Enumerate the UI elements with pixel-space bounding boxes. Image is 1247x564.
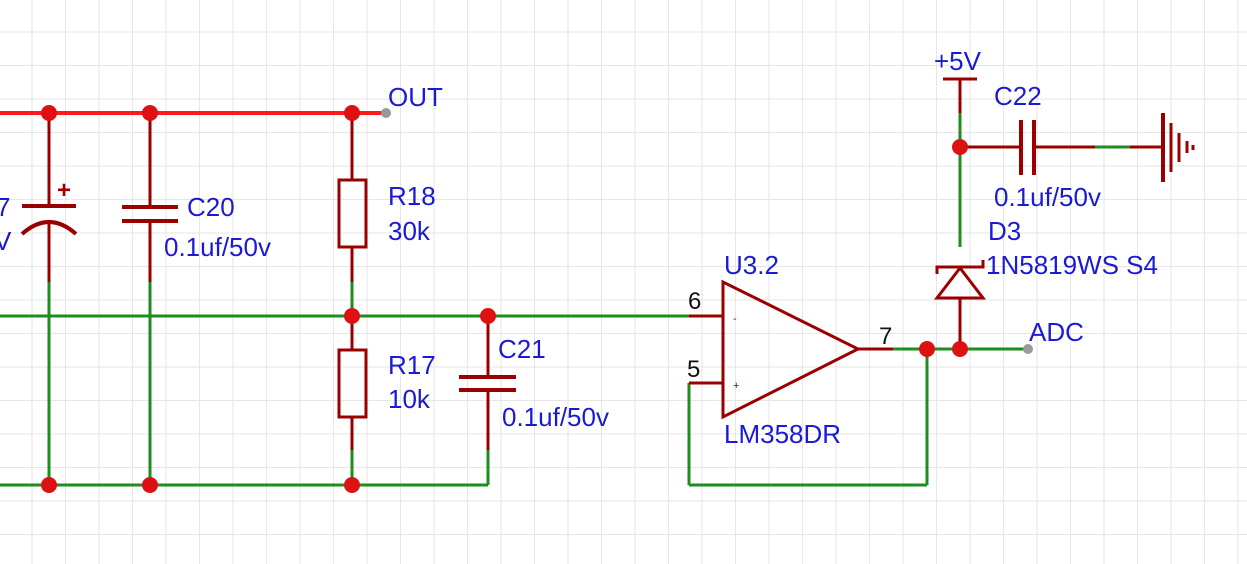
- c20-ref-label: C20: [187, 192, 235, 222]
- r18-value-label: 30k: [388, 216, 431, 246]
- vcc-label: +5V: [934, 46, 982, 76]
- polarized-capacitor[interactable]: +: [20, 113, 78, 282]
- cap-polarity-label: +: [57, 177, 71, 204]
- resistor-r18[interactable]: [337, 113, 368, 282]
- capacitor-c21[interactable]: [459, 316, 516, 450]
- capacitor-c20[interactable]: [122, 113, 178, 282]
- junction-dot: [41, 477, 57, 493]
- junction-dot: [142, 477, 158, 493]
- junction-dot: [41, 105, 57, 121]
- ground-icon[interactable]: [1130, 113, 1195, 182]
- opamp-minus-sign: -: [733, 313, 737, 325]
- diode-d3[interactable]: [933, 260, 987, 349]
- cut-off-ref-label: 7: [0, 192, 10, 222]
- c20-value-label: 0.1uf/50v: [164, 232, 271, 262]
- r18-ref-label: R18: [388, 181, 436, 211]
- u3-ref-label: U3.2: [724, 250, 779, 280]
- pin-7-label: 7: [879, 323, 892, 350]
- junction-dot: [480, 308, 496, 324]
- cut-off-value-label: V: [0, 226, 12, 256]
- d3-ref-label: D3: [988, 216, 1021, 246]
- capacitor-c22[interactable]: [960, 120, 1095, 175]
- u3-value-label: LM358DR: [724, 419, 841, 449]
- junction-dot: [919, 341, 935, 357]
- c21-value-label: 0.1uf/50v: [502, 402, 609, 432]
- resistor-r17[interactable]: [337, 316, 368, 450]
- opamp-u3[interactable]: - +: [689, 279, 893, 420]
- pin-6-label: 6: [688, 288, 701, 315]
- opamp-plus-sign: +: [733, 380, 739, 392]
- junctions: [41, 105, 968, 493]
- out-net-port[interactable]: [381, 108, 391, 118]
- junction-dot: [344, 105, 360, 121]
- junction-dot: [344, 308, 360, 324]
- c21-ref-label: C21: [498, 334, 546, 364]
- junction-dot: [142, 105, 158, 121]
- adc-net-port[interactable]: [1023, 344, 1033, 354]
- junction-dot: [952, 139, 968, 155]
- r17-value-label: 10k: [388, 384, 431, 414]
- junction-dot: [952, 341, 968, 357]
- out-net-label: OUT: [388, 82, 443, 112]
- vcc-symbol[interactable]: [943, 77, 977, 113]
- pin-5-label: 5: [687, 356, 700, 383]
- r17-ref-label: R17: [388, 350, 436, 380]
- junction-dot: [344, 477, 360, 493]
- adc-net-label: ADC: [1029, 317, 1084, 347]
- c22-ref-label: C22: [994, 81, 1042, 111]
- c22-value-label: 0.1uf/50v: [994, 182, 1101, 212]
- green-wires: [0, 113, 1130, 487]
- d3-value-label: 1N5819WS S4: [986, 250, 1158, 280]
